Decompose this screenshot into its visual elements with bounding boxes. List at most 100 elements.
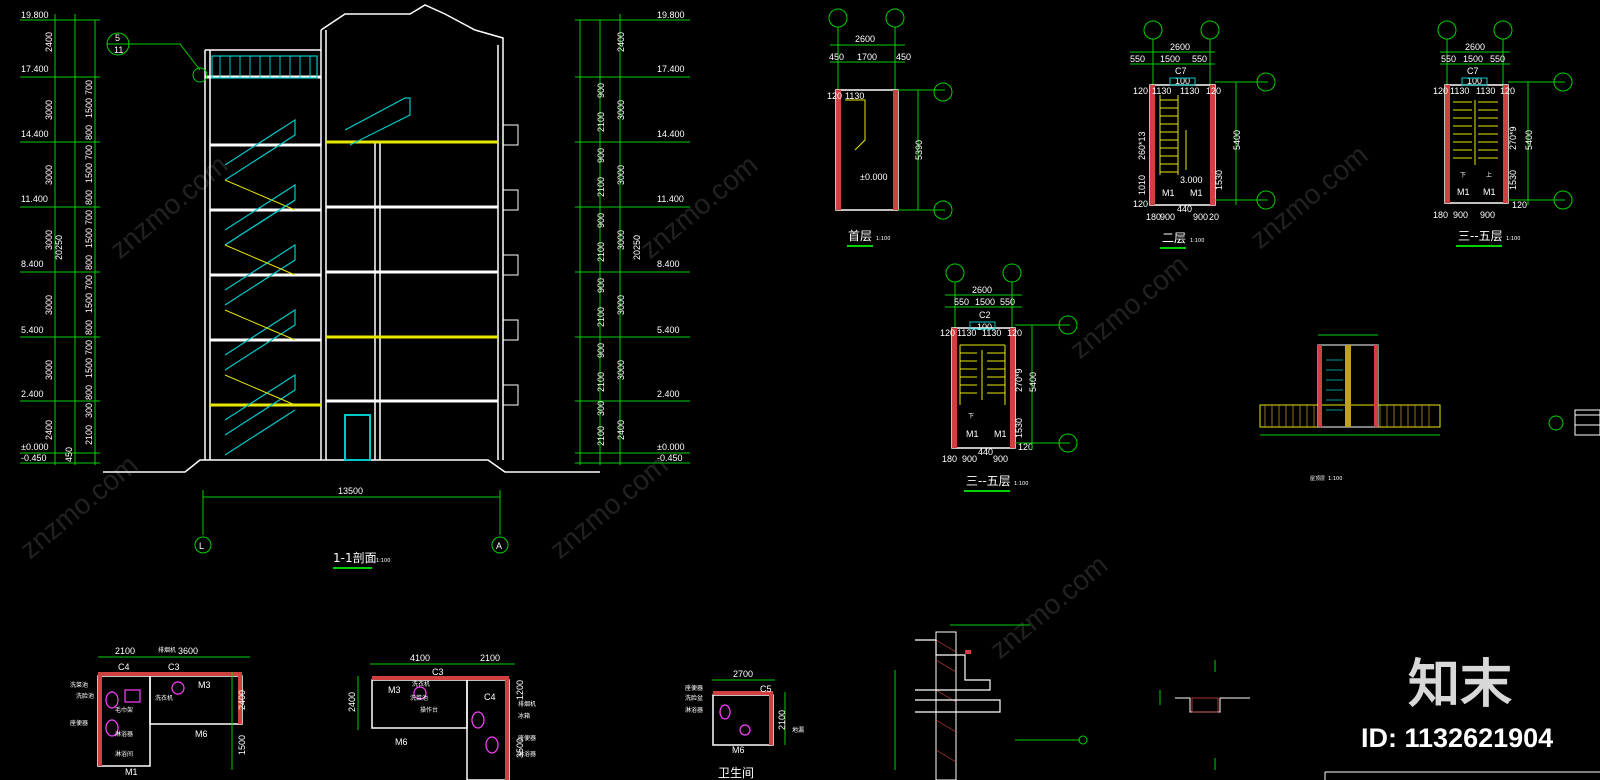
roof-title: 屋顶层 [1310,476,1325,482]
elevation-label: 14.400 [21,129,49,139]
svg-text:2100: 2100 [480,653,500,663]
edge-detail [1548,409,1600,436]
svg-text:C5: C5 [760,684,772,694]
bath-plan-b: 4100 2100 C3 C4 洗衣机 洗菜池 操作台 排烟机 冰箱 座便器 淋… [347,653,536,780]
svg-text:120: 120 [1007,328,1022,338]
elevation-label: 5.400 [21,325,44,335]
right-elevation-ticks [575,19,690,464]
svg-text:3500: 3500 [515,738,525,758]
svg-text:1500: 1500 [84,358,94,378]
svg-text:淋浴间: 淋浴间 [115,750,133,758]
svg-text:20: 20 [1209,212,1219,222]
elevation-label: 5.400 [657,325,680,335]
elevation-label: 8.400 [657,259,680,269]
svg-text:M6: M6 [395,737,408,747]
svg-text:1500: 1500 [84,98,94,118]
svg-text:1130: 1130 [845,91,864,101]
entry-door [344,414,371,461]
plan-ground: 2600 450 1700 450 120 1130 ±0.000 5390 首… [827,8,953,247]
svg-text:操作台: 操作台 [420,706,438,714]
svg-text:900: 900 [596,148,606,163]
svg-text:1130: 1130 [1476,86,1495,96]
svg-text:1530: 1530 [1508,170,1518,190]
svg-text:440: 440 [1177,204,1192,214]
svg-text:4100: 4100 [410,653,430,663]
svg-text:180: 180 [942,454,957,464]
svg-text:1:100: 1:100 [1506,236,1520,242]
svg-text:120: 120 [1206,86,1221,96]
svg-text:900: 900 [1453,210,1468,220]
svg-text:1200: 1200 [515,680,525,700]
brand-id: ID: 1132621904 [1361,723,1553,753]
svg-text:M1: M1 [1162,188,1175,198]
svg-text:120: 120 [1512,200,1527,210]
left-inner-dims: 700 1500 800 700 1500 800 700 1500 800 7… [64,80,94,462]
svg-text:800: 800 [84,255,94,270]
svg-text:座便器: 座便器 [685,684,703,692]
svg-text:2100: 2100 [596,426,606,446]
svg-text:C2: C2 [979,310,991,320]
svg-text:1500: 1500 [84,293,94,313]
watermark-text: znzmo.com [544,449,674,565]
svg-text:900: 900 [1160,212,1175,222]
svg-text:700: 700 [84,340,94,355]
svg-text:C7: C7 [1175,66,1187,76]
detail-sheet: 11 [114,45,123,55]
gutter-detail [1159,660,1250,770]
elevation-label: 11.400 [21,194,48,204]
svg-text:M6: M6 [195,729,208,739]
svg-text:2400: 2400 [616,32,626,52]
svg-text:120: 120 [1500,86,1515,96]
svg-text:700: 700 [84,210,94,225]
svg-text:淋浴器: 淋浴器 [685,706,703,714]
svg-text:1700: 1700 [857,52,877,62]
svg-text:M1: M1 [1483,187,1496,197]
svg-text:M3: M3 [198,680,211,690]
svg-text:5400: 5400 [1524,130,1534,150]
svg-text:180: 180 [1146,212,1161,222]
svg-text:550: 550 [1441,54,1456,64]
svg-text:700: 700 [84,80,94,95]
dimension-label: 2400 [44,420,54,440]
svg-text:450: 450 [829,52,844,62]
axis-bubble [194,536,212,554]
svg-text:2100: 2100 [596,372,606,392]
svg-text:900: 900 [596,213,606,228]
svg-text:1500: 1500 [84,228,94,248]
svg-text:2100: 2100 [596,307,606,327]
svg-text:排烟机: 排烟机 [518,700,536,708]
svg-text:M1: M1 [994,429,1007,439]
dimension-label: 3000 [44,100,54,120]
svg-text:550: 550 [1490,54,1505,64]
svg-text:450: 450 [64,447,74,462]
svg-text:1530: 1530 [1014,418,1024,438]
svg-text:2100: 2100 [596,177,606,197]
svg-text:1500: 1500 [237,735,247,755]
elevation-label: ±0.000 [21,442,48,452]
elevation-label: -0.450 [21,453,47,463]
svg-text:900: 900 [1480,210,1495,220]
svg-text:C4: C4 [484,692,496,702]
svg-text:±0.000: ±0.000 [860,172,887,182]
svg-text:C3: C3 [432,667,444,677]
svg-text:5400: 5400 [1028,372,1038,392]
svg-text:900: 900 [596,278,606,293]
right-inner-dims: 900 2100 900 2100 900 2100 900 2100 900 … [596,32,642,446]
svg-text:2400: 2400 [237,690,247,710]
svg-text:2600: 2600 [1170,42,1190,52]
bath-plan-a: 2100 3600 C4 C3 排烟机 洗菜池 洗脸池 毛巾架 座便器 淋浴器 … [70,646,250,777]
section-title: 1-1剖面 [333,551,377,565]
svg-text:M6: M6 [732,745,745,755]
svg-text:2100: 2100 [596,242,606,262]
svg-text:M3: M3 [388,685,401,695]
dimension-label: 2400 [44,32,54,52]
svg-text:1010: 1010 [1137,175,1147,195]
svg-text:1130: 1130 [1450,86,1469,96]
svg-text:120: 120 [827,91,842,101]
elevation-label: 8.400 [21,259,44,269]
svg-text:550: 550 [954,297,969,307]
svg-text:M1: M1 [125,767,138,777]
svg-text:3000: 3000 [616,360,626,380]
axis-label: L [199,541,204,551]
svg-text:洗菜池: 洗菜池 [410,694,428,702]
